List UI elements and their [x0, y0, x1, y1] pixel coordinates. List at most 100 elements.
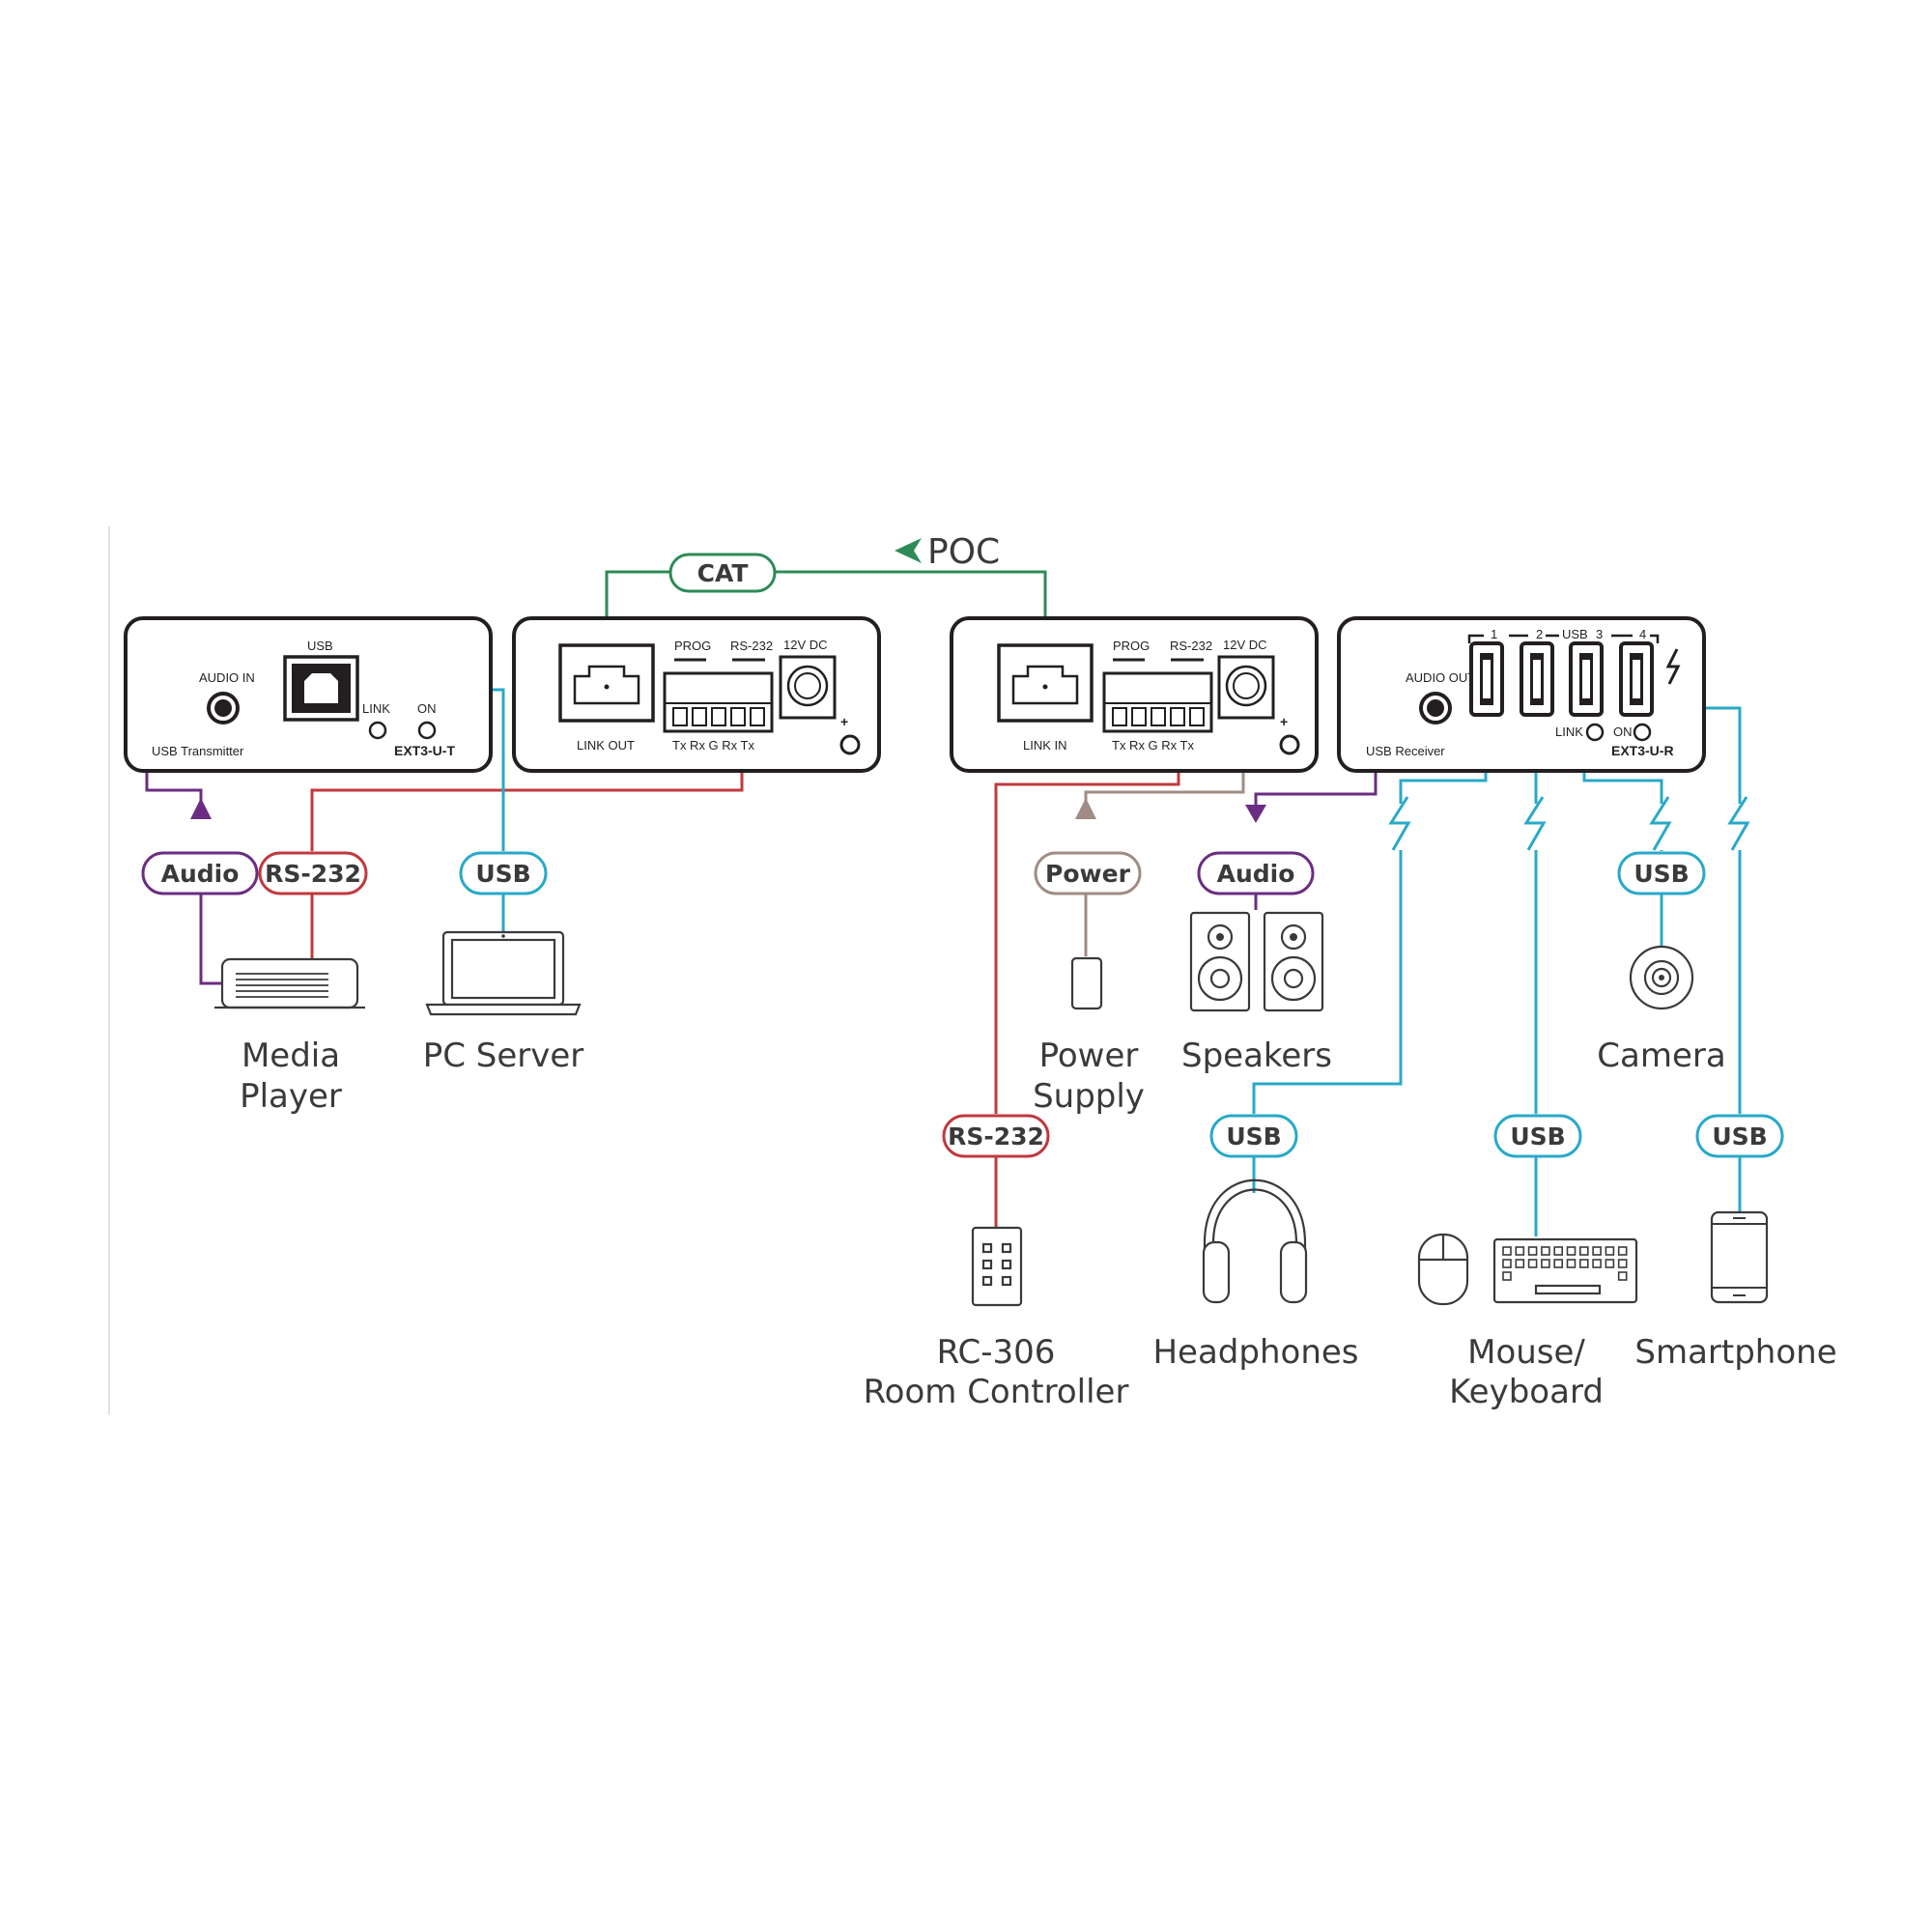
receiver-model: EXT3-U-R — [1611, 743, 1674, 758]
keyboard-key — [1579, 1246, 1589, 1256]
keyboard-key — [1566, 1259, 1577, 1268]
svg-text:USB: USB — [1712, 1122, 1767, 1151]
keyboard-key — [1553, 1259, 1563, 1268]
usb-label: USB — [307, 639, 333, 653]
receiver-rear-panel: LINK IN PROG RS-232 Tx Rx G Rx Tx 12V DC… — [950, 616, 1319, 773]
prog-label: PROG — [674, 639, 711, 653]
power-supply-label-1: Power — [1039, 1037, 1139, 1075]
svg-text:CAT: CAT — [697, 559, 749, 587]
rx-audio-arrow — [1245, 805, 1266, 823]
speakers-icon — [1189, 911, 1324, 1012]
tx-audio-arrow — [190, 798, 212, 819]
smartphone-usb-tag: USB — [1695, 1114, 1784, 1158]
media-player-label-1: Media — [242, 1037, 340, 1075]
svg-text:Audio: Audio — [1217, 860, 1295, 888]
svg-text:USB: USB — [475, 860, 530, 888]
cat-wire — [605, 570, 1047, 650]
camera-label: Camera — [1597, 1037, 1725, 1075]
media-player-icon — [214, 957, 365, 1009]
rx-prog-label: PROG — [1113, 639, 1150, 653]
svg-text:USB: USB — [1634, 860, 1689, 888]
svg-text:Audio: Audio — [161, 860, 240, 888]
mouse-icon — [1417, 1233, 1469, 1306]
keyboard-key — [1515, 1246, 1525, 1256]
keyboard-key — [1617, 1246, 1628, 1256]
keyboard-key — [1502, 1246, 1512, 1256]
poc-arrow-icon — [895, 538, 922, 563]
keyboard-key — [1617, 1259, 1628, 1268]
tx-audio-wire-lower — [199, 894, 222, 985]
rx-audio-tag: Audio — [1197, 851, 1315, 895]
audio-in-label: AUDIO IN — [199, 670, 255, 685]
rc306-label-2: Room Controller — [864, 1373, 1129, 1411]
tx-usb-tag: USB — [459, 851, 548, 895]
headphones-label: Headphones — [1152, 1333, 1358, 1372]
power-arrow — [1075, 798, 1096, 819]
rs232-label: RS-232 — [730, 639, 773, 653]
receiver-front-panel: AUDIO OUT USB Receiver 1 2 USB 3 4 LINK — [1337, 616, 1706, 773]
rc306-label-1: RC-306 — [937, 1333, 1056, 1372]
mouse-keyboard-label-2: Keyboard — [1449, 1373, 1604, 1411]
rx-link-led-icon — [1585, 723, 1605, 742]
rx-on-led-icon — [1633, 723, 1652, 742]
receiver-name: USB Receiver — [1366, 744, 1445, 758]
media-player-label-2: Player — [240, 1077, 342, 1116]
keyboard-key — [1541, 1259, 1550, 1268]
power-supply-label-2: Supply — [1033, 1077, 1145, 1116]
rx-rs232-label: RS-232 — [1170, 639, 1212, 653]
keyboard-key — [1515, 1259, 1525, 1268]
keyboard-key — [1527, 1246, 1538, 1256]
dc-label: 12V DC — [783, 638, 828, 652]
rx-plus-sign: + — [1280, 714, 1288, 729]
keyboard-key — [1579, 1259, 1589, 1268]
svg-text:USB: USB — [1510, 1122, 1565, 1151]
svg-text:RS-232: RS-232 — [948, 1122, 1044, 1151]
link-in-label: LINK IN — [1023, 738, 1067, 753]
keyboard-key — [1592, 1259, 1602, 1268]
speakers-label: Speakers — [1181, 1037, 1332, 1075]
smartphone-label: Smartphone — [1634, 1333, 1836, 1372]
usb-port-3-label: 3 — [1596, 627, 1603, 641]
transmitter-model: EXT3-U-T — [394, 743, 455, 758]
ground-screw-icon — [839, 734, 861, 755]
camera-icon — [1629, 945, 1694, 1010]
power-tag: Power — [1034, 851, 1142, 895]
link-led-icon — [368, 721, 387, 740]
tx-pin-labels: Tx Rx G Rx Tx — [672, 738, 754, 753]
rx-ground-screw-icon — [1279, 734, 1300, 755]
room-controller-icon — [971, 1226, 1023, 1307]
keyboard-usb-tag: USB — [1493, 1114, 1582, 1158]
keyboard-key — [1502, 1259, 1512, 1268]
lightning-icon — [1388, 796, 1750, 851]
audio-out-label: AUDIO OUT — [1406, 670, 1475, 685]
power-supply-icon — [1070, 956, 1103, 1010]
svg-text:Power: Power — [1045, 860, 1131, 888]
rx-dc-label: 12V DC — [1223, 638, 1267, 652]
charging-bolt-icon — [1665, 648, 1681, 685]
plus-sign: + — [840, 714, 848, 729]
transmitter-rear-panel: LINK OUT PROG RS-232 Tx Rx G Rx Tx 12V D… — [512, 616, 881, 773]
poc-label: POC — [927, 532, 1000, 572]
svg-text:USB: USB — [1226, 1122, 1281, 1151]
rx-on-label: ON — [1613, 724, 1633, 739]
on-label: ON — [417, 701, 437, 716]
link-out-label: LINK OUT — [577, 738, 635, 753]
usb-a-port-icon — [1469, 641, 1654, 717]
rx-link-label: LINK — [1555, 724, 1583, 739]
rx-rs232-tag: RS-232 — [942, 1114, 1050, 1158]
tx-rs232-wire — [310, 759, 744, 851]
keyboard-key — [1527, 1259, 1538, 1268]
keyboard-icon — [1492, 1237, 1638, 1304]
tx-rs232-tag: RS-232 — [258, 851, 368, 895]
pc-server-label: PC Server — [423, 1037, 584, 1075]
keyboard-key — [1617, 1271, 1628, 1281]
usb-port-2-label: 2 — [1536, 627, 1543, 641]
camera-usb-tag: USB — [1617, 851, 1706, 895]
keyboard-key — [1541, 1246, 1550, 1256]
usb-port-1-label: 1 — [1491, 627, 1497, 641]
rx-pin-labels: Tx Rx G Rx Tx — [1112, 738, 1194, 753]
cat-tag: CAT — [668, 553, 777, 593]
headphones-usb-tag: USB — [1209, 1114, 1298, 1158]
mouse-keyboard-label-1: Mouse/ — [1467, 1333, 1585, 1372]
